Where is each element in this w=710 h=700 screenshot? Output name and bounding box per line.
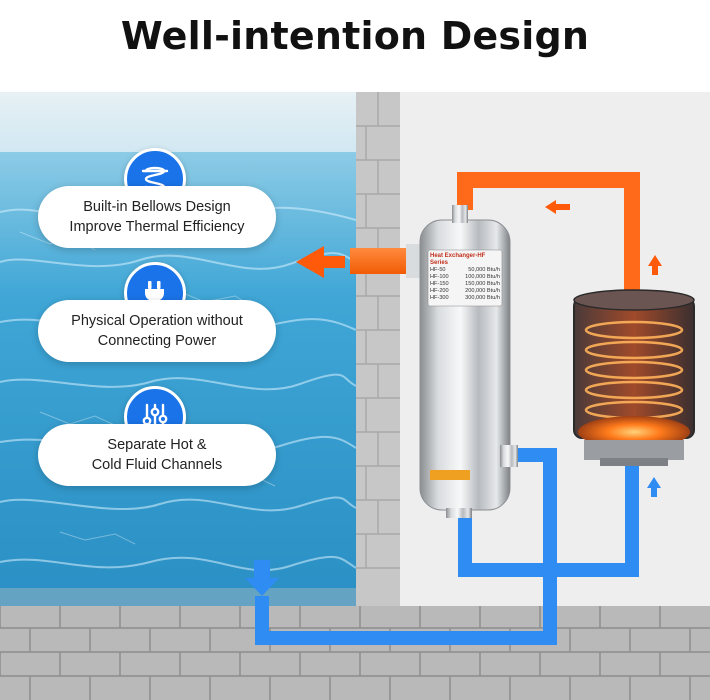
output-4: 300,000 Btu/h	[465, 295, 500, 301]
cold-pipe-heater	[458, 462, 639, 577]
flow-arrow-up-hot-icon	[648, 255, 662, 275]
flow-arrow-down-icon	[245, 560, 279, 596]
feature-line-2: Cold Fluid Channels	[91, 457, 223, 473]
feature-card: Physical Operation without Connecting Po…	[38, 300, 276, 362]
feature-line-2: Connecting Power	[97, 333, 217, 349]
feature-line-1: Physical Operation without	[71, 313, 243, 329]
model-0: HF-50	[430, 267, 446, 273]
model-2: HF-150	[430, 281, 449, 287]
heat-exchanger	[419, 205, 518, 518]
feature-card: Separate Hot & Cold Fluid Channels	[38, 424, 276, 486]
model-1: HF-100	[430, 274, 449, 280]
flow-arrow-small-left-icon	[545, 200, 570, 214]
feature-line-1: Separate Hot &	[107, 437, 207, 453]
model-3: HF-200	[430, 288, 449, 294]
feature-bellows: Built-in Bellows Design Improve Thermal …	[0, 148, 355, 278]
model-4: HF-300	[430, 295, 449, 301]
output-0: 50,000 Btu/h	[468, 267, 500, 273]
page-title: Well-intention Design	[120, 14, 590, 58]
output-2: 150,000 Btu/h	[465, 281, 500, 287]
brick-floor	[0, 606, 710, 700]
heater	[573, 289, 695, 466]
feature-channels: Separate Hot & Cold Fluid Channels	[0, 386, 355, 516]
feature-line-2: Improve Thermal Efficiency	[69, 219, 245, 235]
flow-arrow-left-icon	[296, 246, 345, 278]
exchanger-label-title: Heat Exchanger-HF Series	[430, 253, 486, 266]
feature-card: Built-in Bellows Design Improve Thermal …	[38, 186, 276, 248]
output-1: 100,000 Btu/h	[465, 274, 500, 280]
feature-line-1: Built-in Bellows Design	[83, 199, 231, 215]
flow-arrow-up-cold-icon	[647, 477, 661, 497]
output-3: 200,000 Btu/h	[465, 288, 500, 294]
cold-pipe-return	[255, 448, 557, 645]
exchanger-label: Heat Exchanger-HF Series HF-50 HF-100 HF…	[430, 253, 500, 302]
feature-power: Physical Operation without Connecting Po…	[0, 262, 355, 392]
hot-pipe	[457, 172, 640, 300]
